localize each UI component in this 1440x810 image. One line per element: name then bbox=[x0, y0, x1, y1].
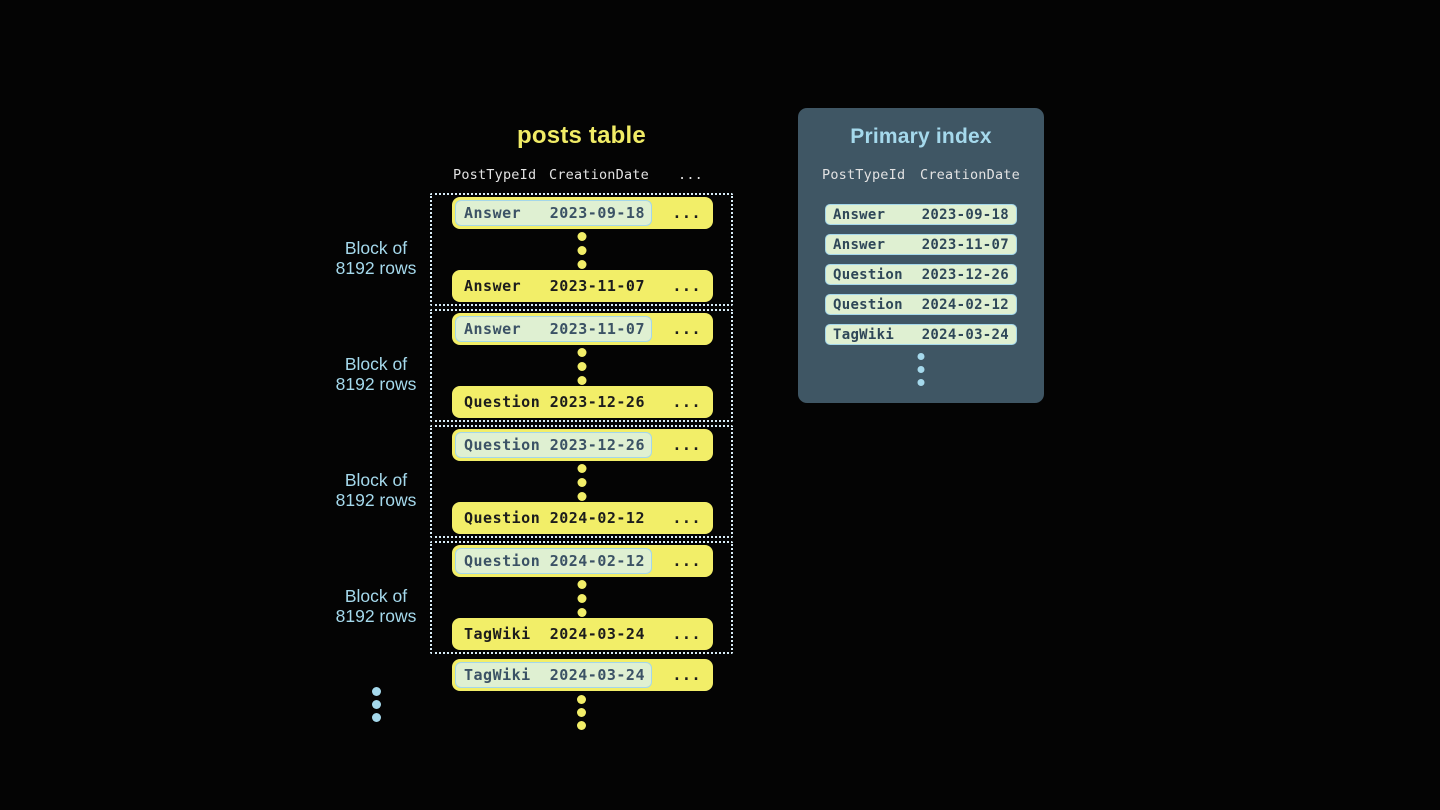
index-mark-highlight: Answer 2023-11-07 bbox=[455, 316, 652, 342]
column-header-more: ... bbox=[678, 167, 703, 183]
cell-creation-date: 2023-12-26 bbox=[549, 393, 645, 411]
cell-post-type: TagWiki bbox=[833, 326, 895, 343]
rows-block-3: Question 2023-12-26 ... Question 2024-02… bbox=[430, 425, 733, 538]
cell-more-columns: ... bbox=[672, 436, 701, 454]
posts-table-column-headers: PostTypeId CreationDate ... bbox=[430, 167, 733, 185]
primary-index-title: Primary index bbox=[850, 125, 992, 148]
cell-more-columns: ... bbox=[672, 625, 701, 643]
cell-post-type: TagWiki bbox=[464, 666, 531, 684]
cell-more-columns: ... bbox=[672, 509, 701, 527]
index-row: Question 2023-12-26 bbox=[825, 264, 1017, 285]
index-mark-highlight: TagWiki 2024-03-24 bbox=[455, 662, 652, 688]
cell-more-columns: ... bbox=[672, 204, 701, 222]
table-row: Answer 2023-11-07 ... bbox=[452, 313, 713, 345]
cell-creation-date: 2024-03-24 bbox=[921, 326, 1009, 343]
cell-more-columns: ... bbox=[672, 277, 701, 295]
cell-creation-date: 2024-02-12 bbox=[549, 552, 645, 570]
cell-creation-date: 2024-02-12 bbox=[549, 509, 645, 527]
cell-creation-date: 2024-03-24 bbox=[549, 625, 645, 643]
column-header-creationdate: CreationDate bbox=[920, 167, 1020, 183]
cell-post-type: Answer bbox=[464, 277, 522, 295]
cell-post-type: Question bbox=[464, 436, 541, 454]
cell-creation-date: 2023-12-26 bbox=[549, 436, 645, 454]
more-blocks-ellipsis-icon bbox=[372, 687, 381, 726]
vertical-ellipsis-icon bbox=[917, 353, 925, 392]
cell-more-columns: ... bbox=[672, 666, 701, 684]
table-row: TagWiki 2024-03-24 ... bbox=[452, 618, 713, 650]
cell-creation-date: 2023-11-07 bbox=[921, 236, 1009, 253]
block-4-label: Block of 8192 rows bbox=[335, 586, 417, 626]
index-row: TagWiki 2024-03-24 bbox=[825, 324, 1017, 345]
cell-post-type: Answer bbox=[833, 236, 886, 253]
column-header-posttypeid: PostTypeId bbox=[822, 167, 906, 183]
vertical-ellipsis-icon bbox=[577, 232, 586, 274]
table-row: Question 2023-12-26 ... bbox=[452, 429, 713, 461]
table-row: Answer 2023-09-18 ... bbox=[452, 197, 713, 229]
cell-creation-date: 2023-12-26 bbox=[921, 266, 1009, 283]
cell-more-columns: ... bbox=[672, 552, 701, 570]
primary-index-panel: Primary index PostTypeId CreationDate An… bbox=[798, 108, 1044, 403]
cell-post-type: Question bbox=[464, 509, 541, 527]
table-row: Question 2024-02-12 ... bbox=[452, 545, 713, 577]
block-2-label: Block of 8192 rows bbox=[335, 354, 417, 394]
cell-more-columns: ... bbox=[672, 320, 701, 338]
cell-post-type: TagWiki bbox=[464, 625, 531, 643]
cell-more-columns: ... bbox=[672, 393, 701, 411]
cell-post-type: Question bbox=[833, 296, 903, 313]
table-row: Question 2023-12-26 ... bbox=[452, 386, 713, 418]
vertical-ellipsis-icon bbox=[577, 464, 586, 506]
primary-index-column-headers: PostTypeId CreationDate bbox=[798, 167, 1044, 185]
cell-post-type: Answer bbox=[464, 204, 522, 222]
rows-block-1: Answer 2023-09-18 ... Answer 2023-11-07 … bbox=[430, 193, 733, 306]
cell-creation-date: 2023-09-18 bbox=[921, 206, 1009, 223]
cell-creation-date: 2023-09-18 bbox=[549, 204, 645, 222]
cell-post-type: Question bbox=[464, 552, 541, 570]
column-header-creationdate: CreationDate bbox=[549, 167, 649, 183]
cell-creation-date: 2024-02-12 bbox=[921, 296, 1009, 313]
table-row: Question 2024-02-12 ... bbox=[452, 502, 713, 534]
index-row: Answer 2023-09-18 bbox=[825, 204, 1017, 225]
vertical-ellipsis-icon bbox=[577, 348, 586, 390]
table-row-trailing: TagWiki 2024-03-24 ... bbox=[452, 659, 713, 691]
cell-post-type: Question bbox=[833, 266, 903, 283]
posts-table-title: posts table bbox=[517, 122, 646, 149]
index-row: Answer 2023-11-07 bbox=[825, 234, 1017, 255]
index-row: Question 2024-02-12 bbox=[825, 294, 1017, 315]
block-1-label: Block of 8192 rows bbox=[335, 238, 417, 278]
index-mark-highlight: Answer 2023-09-18 bbox=[455, 200, 652, 226]
cell-post-type: Answer bbox=[464, 320, 522, 338]
cell-post-type: Question bbox=[464, 393, 541, 411]
rows-block-4: Question 2024-02-12 ... TagWiki 2024-03-… bbox=[430, 541, 733, 654]
block-3-label: Block of 8192 rows bbox=[335, 470, 417, 510]
cell-creation-date: 2023-11-07 bbox=[549, 277, 645, 295]
index-mark-highlight: Question 2023-12-26 bbox=[455, 432, 652, 458]
vertical-ellipsis-icon bbox=[577, 695, 586, 734]
cell-creation-date: 2023-11-07 bbox=[549, 320, 645, 338]
index-mark-highlight: Question 2024-02-12 bbox=[455, 548, 652, 574]
rows-block-2: Answer 2023-11-07 ... Question 2023-12-2… bbox=[430, 309, 733, 422]
column-header-posttypeid: PostTypeId bbox=[453, 167, 537, 183]
cell-creation-date: 2024-03-24 bbox=[549, 666, 645, 684]
vertical-ellipsis-icon bbox=[577, 580, 586, 622]
table-row: Answer 2023-11-07 ... bbox=[452, 270, 713, 302]
cell-post-type: Answer bbox=[833, 206, 886, 223]
